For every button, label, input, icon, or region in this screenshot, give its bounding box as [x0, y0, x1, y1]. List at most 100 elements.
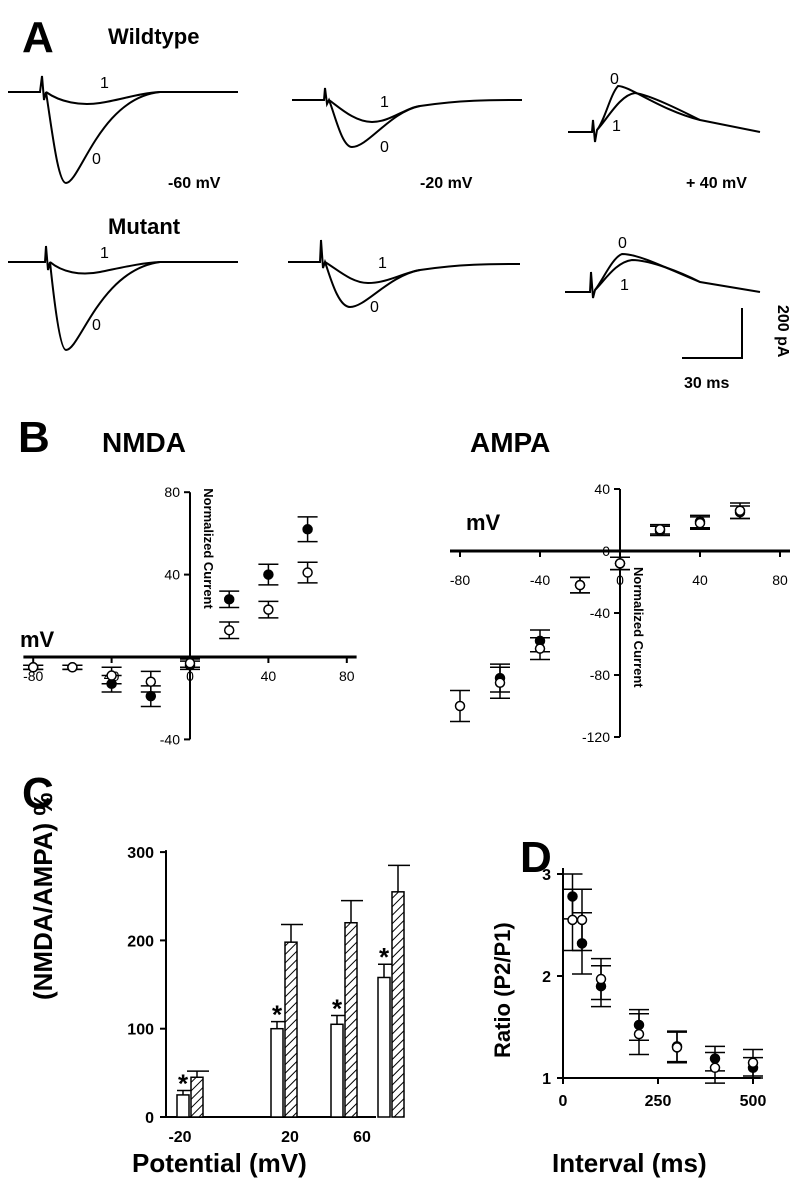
point-filled [223, 594, 235, 605]
x-tick-label: 250 [645, 1093, 672, 1110]
point-open [595, 973, 607, 985]
bar-open [377, 976, 391, 1118]
trace-label-0: 0 [618, 235, 627, 252]
point-open [494, 677, 506, 688]
trace-mut-m60 [8, 245, 238, 352]
point-filled [145, 690, 157, 702]
nmda-title: NMDA [102, 427, 186, 458]
y-axis-label: Normalized Current [201, 488, 216, 609]
trace-label-0: 0 [380, 139, 389, 156]
bar-hatched [284, 941, 298, 1118]
y-tick-label: -120 [582, 729, 610, 745]
trace-wt-m60 [8, 75, 238, 185]
y-axis-label: Normalized Current [631, 567, 646, 688]
x-tick-label: 0 [186, 668, 194, 684]
scale-bar-current: 200 pA [774, 305, 791, 358]
point-open [263, 604, 274, 615]
trace-label-0: 0 [92, 317, 101, 334]
trace-label-0: 0 [92, 151, 101, 168]
bar-ylabel: (NMDA/AMPA) % [28, 793, 58, 1001]
bar-hatched [344, 921, 358, 1118]
point-open [709, 1062, 721, 1074]
point-open [184, 657, 196, 669]
y-tick-label: 200 [127, 933, 154, 950]
point-open [747, 1057, 759, 1068]
x-tick-label: 0 [616, 572, 624, 588]
scale-bar-time: 30 ms [684, 375, 729, 392]
point-open [671, 1042, 683, 1053]
row-title-mutant: Mutant [108, 214, 181, 239]
trace-label-0: 0 [370, 299, 379, 316]
trace-label-1: 1 [100, 245, 109, 262]
trace-mut-p40 [565, 252, 761, 299]
point-open [27, 662, 39, 673]
x-tick-label: 20 [281, 1129, 299, 1146]
x-tick-label: 80 [772, 572, 788, 588]
point-filled [302, 524, 313, 535]
bar-hatched [190, 1076, 204, 1118]
panel-a-letter: A [22, 13, 54, 62]
point-open [576, 914, 588, 926]
point-filled [263, 569, 274, 580]
x-tick-label: -80 [23, 668, 43, 684]
significance-star: * [272, 1000, 283, 1030]
x-tick-label: 60 [353, 1129, 371, 1146]
trace-mut-m20 [288, 239, 521, 309]
y-tick-label: 0 [602, 543, 610, 559]
significance-star: * [178, 1069, 189, 1099]
point-open [734, 505, 746, 516]
panel-c-letter: C [22, 769, 54, 818]
x-axis-label: mV [466, 510, 501, 535]
significance-star: * [332, 993, 343, 1023]
y-tick-label: 100 [127, 1022, 154, 1039]
y-tick-label: 300 [127, 845, 154, 862]
y-tick-label: 80 [164, 484, 180, 500]
x-tick-label: -40 [530, 572, 550, 588]
point-open [534, 643, 546, 654]
point-open [302, 567, 313, 578]
y-tick-label: 40 [164, 567, 180, 583]
bar-xlabel: Potential (mV) [132, 1148, 307, 1178]
trace-label-1: 1 [380, 94, 389, 111]
point-open [614, 558, 626, 569]
y-tick-label: 1 [542, 1071, 551, 1088]
point-open [694, 517, 706, 529]
ppf-ylabel: Ratio (P2/P1) [490, 922, 515, 1058]
x-tick-label: 0 [559, 1093, 568, 1110]
voltage-label-p40: + 40 mV [686, 175, 747, 192]
trace-label-1: 1 [612, 118, 621, 135]
y-tick-label: -80 [590, 667, 610, 683]
panel-d-letter: D [520, 833, 552, 882]
trace-label-1: 1 [378, 255, 387, 272]
voltage-label-m60: -60 mV [168, 175, 221, 192]
ppf-plot: 1 2 3 0 250 500 [542, 867, 766, 1110]
y-tick-label: 2 [542, 969, 551, 986]
x-tick-label: 40 [692, 572, 708, 588]
bar-hatched [391, 891, 405, 1118]
point-open [223, 624, 235, 636]
y-tick-label: 3 [542, 867, 551, 884]
x-tick-label: -80 [450, 572, 470, 588]
row-title-wildtype: Wildtype [108, 24, 199, 49]
y-tick-label: -40 [160, 731, 180, 747]
bar-open [270, 1027, 284, 1118]
x-axis-label: mV [20, 627, 55, 652]
panel-b-letter: B [18, 413, 50, 462]
bar-open [330, 1023, 344, 1118]
y-tick-label: -40 [590, 605, 610, 621]
x-tick-label: 80 [339, 668, 355, 684]
point-open [67, 662, 78, 673]
ppf-xlabel: Interval (ms) [552, 1148, 707, 1178]
y-tick-label: 0 [145, 1110, 154, 1127]
point-open [574, 579, 586, 591]
x-tick-label: 500 [740, 1093, 767, 1110]
significance-star: * [379, 942, 390, 972]
trace-label-1: 1 [100, 75, 109, 92]
trace-label-1: 1 [620, 277, 629, 294]
trace-wt-m20 [292, 87, 523, 149]
scale-bar [682, 308, 743, 359]
